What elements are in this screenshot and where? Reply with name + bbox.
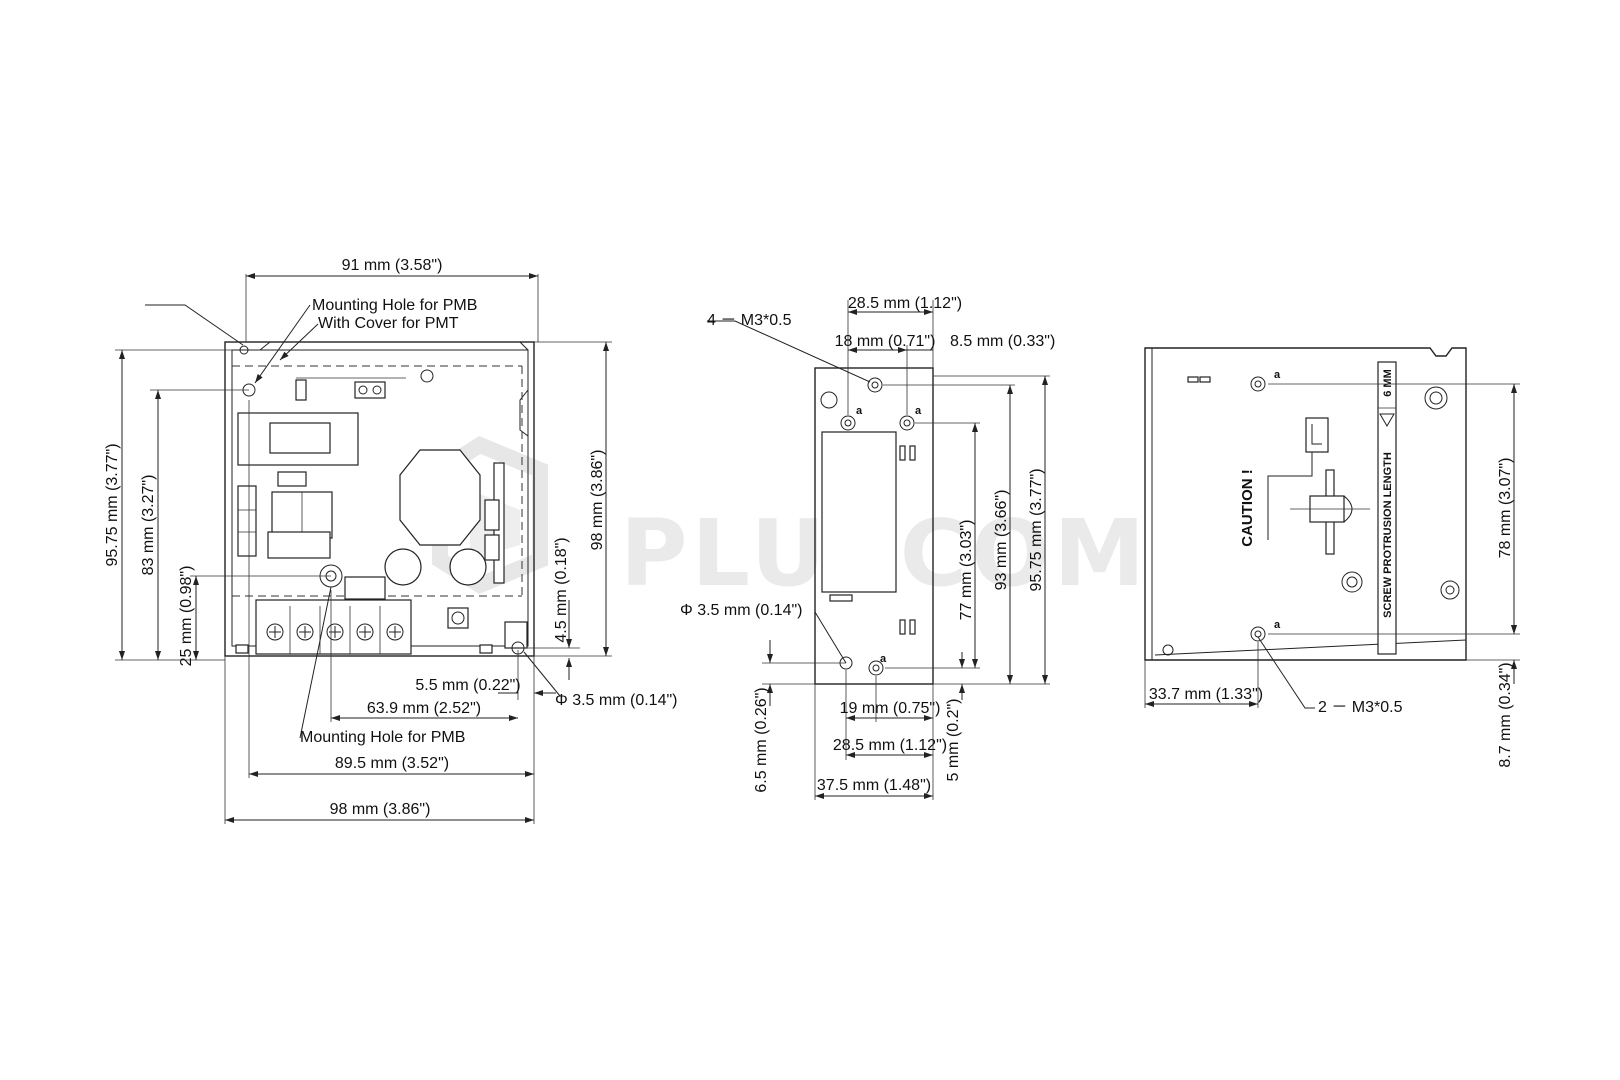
svg-text:a: a — [880, 653, 887, 665]
rear-hole-label-a: a — [1274, 369, 1281, 381]
side-hole-1 — [867, 377, 883, 393]
side-hole-5 — [868, 660, 884, 676]
side-hole-3 — [899, 415, 915, 431]
front-terminal-block — [255, 599, 412, 655]
side-view: a a a 28.5 mm (1.12") 4 － M3*0.5 18 mm (… — [680, 295, 1055, 800]
rear-nut-top — [1424, 386, 1448, 410]
dim-front-height-outer: 95.75 mm (3.77") — [104, 443, 121, 566]
dim-rear-height-8-7: 8.7 mm (0.34") — [1497, 662, 1514, 767]
rear-hole-top — [1250, 376, 1266, 392]
dim-side-hole-diameter: Φ 3.5 mm (0.14") — [680, 602, 802, 619]
rear-screw-text: SCREW PROTRUSION LENGTH — [1382, 452, 1394, 618]
rear-nut-mid — [1341, 571, 1363, 593]
rear-screw-diagram-icon — [1267, 417, 1370, 555]
dim-side-bottom-right-small: 5 mm (0.2") — [945, 698, 962, 781]
front-capacitor-2 — [449, 548, 487, 586]
dim-front-height-inner: 83 mm (3.27") — [140, 475, 157, 576]
side-mounting-holes: a a a — [839, 377, 922, 676]
front-heatsink — [399, 449, 481, 546]
front-potentiometer — [447, 607, 469, 629]
front-chassis-notch — [259, 341, 529, 437]
side-hole-2 — [840, 415, 856, 431]
rear-view: a a CAUTION ! 6 MM SCREW PROTRUSION LENG… — [1144, 347, 1520, 768]
front-view: 91 mm (3.58") Mounting Hole for PMB With… — [104, 257, 677, 824]
side-screw-leader — [707, 320, 871, 383]
dim-side-bottom-37: 37.5 mm (1.48") — [817, 777, 931, 794]
front-callout-leader-left — [145, 304, 244, 346]
side-hole-label-a: a — [856, 405, 863, 417]
dim-rear-height-78: 78 mm (3.07") — [1497, 458, 1514, 559]
rear-screw-leader — [1257, 636, 1315, 709]
dim-side-edge-offset: 8.5 mm (0.33") — [950, 333, 1055, 350]
dim-side-height-93: 93 mm (3.66") — [993, 490, 1010, 591]
rear-arrow-icon — [1379, 413, 1395, 427]
dim-front-bottom-inner: 89.5 mm (3.52") — [335, 755, 449, 772]
rear-screw-spec: 2 － M3*0.5 — [1318, 699, 1403, 716]
dim-front-hole-span: 63.9 mm (2.52") — [367, 700, 481, 717]
callout-cover-pmt: With Cover for PMT — [318, 315, 459, 332]
front-fuse — [237, 485, 257, 557]
front-capacitor-1 — [384, 548, 422, 586]
dim-front-top-width: 91 mm (3.58") — [342, 257, 443, 274]
dim-front-right-height: 98 mm (3.86") — [589, 450, 606, 551]
callout-mounting-hole-pmb: Mounting Hole for PMB — [312, 297, 477, 314]
rear-hole-bottom — [1250, 626, 1266, 642]
dim-side-top-span: 28.5 mm (1.12") — [848, 295, 962, 312]
rear-screw-protrusion-band — [1377, 361, 1397, 655]
dim-side-hole-spacing: 18 mm (0.71") — [835, 333, 936, 350]
dim-side-height-77: 77 mm (3.03") — [958, 520, 975, 621]
side-screw-spec: 4 － M3*0.5 — [707, 312, 792, 329]
dim-rear-offset-33: 33.7 mm (1.33") — [1149, 686, 1263, 703]
dim-front-hole-diameter: Φ 3.5 mm (0.14") — [555, 692, 677, 709]
dim-side-bottom-left-small: 6.5 mm (0.26") — [753, 687, 770, 792]
terminal-screws — [266, 606, 404, 654]
dim-front-small-height: 25 mm (0.98") — [178, 566, 195, 667]
svg-text:a: a — [1274, 619, 1281, 631]
front-chassis-outline — [224, 341, 535, 657]
dim-front-right-small: 4.5 mm (0.18") — [553, 537, 570, 642]
rear-caution-text: CAUTION ! — [1239, 469, 1256, 547]
dim-side-height-95: 95.75 mm (3.77") — [1028, 468, 1045, 591]
dim-front-bottom-outer: 98 mm (3.86") — [330, 801, 431, 818]
dim-front-hole-offset: 5.5 mm (0.22") — [415, 677, 520, 694]
rear-chassis-outline — [1144, 347, 1467, 661]
callout-bottom-mounting-hole: Mounting Hole for PMB — [300, 729, 465, 746]
side-label-panel — [821, 431, 897, 593]
dim-side-bottom-19: 19 mm (0.75") — [840, 700, 941, 717]
dim-side-bottom-28: 28.5 mm (1.12") — [833, 737, 947, 754]
side-chassis-outline — [814, 367, 934, 685]
svg-text:a: a — [915, 405, 922, 417]
front-callout-bottom-leader — [299, 586, 332, 739]
rear-screw-mm: 6 MM — [1382, 369, 1394, 397]
